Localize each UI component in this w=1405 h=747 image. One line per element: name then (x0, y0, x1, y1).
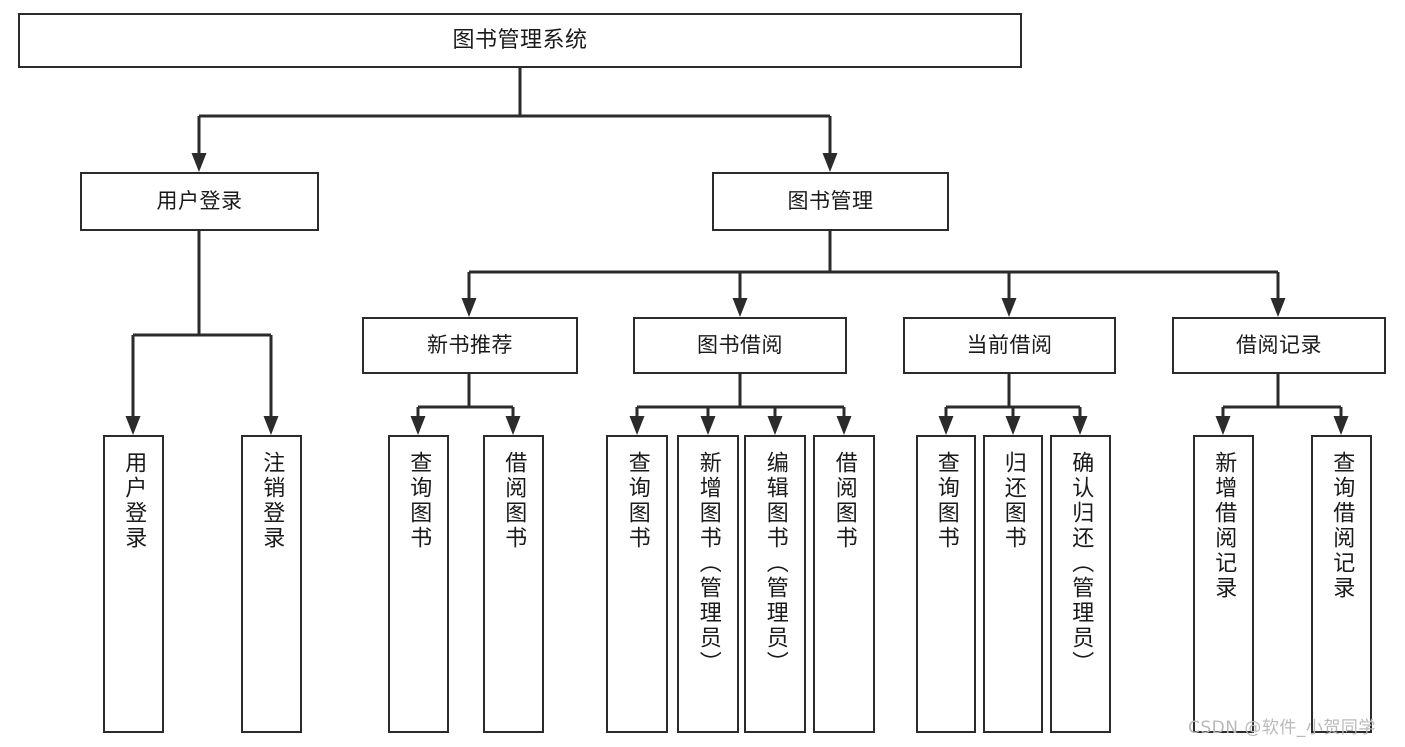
node-leaf-10-label: 确认归还（管理员） (1068, 451, 1094, 676)
node-leaf-2[interactable]: 查询图书 (388, 435, 449, 733)
node-leaf-9-label: 归还图书 (1000, 451, 1026, 551)
node-leaf-3[interactable]: 借阅图书 (483, 435, 544, 733)
node-leaf-5[interactable]: 新增图书（管理员） (677, 435, 739, 733)
node-leaf-7-label: 借阅图书 (831, 451, 857, 551)
node-level2-0[interactable]: 用户登录 (80, 172, 319, 231)
node-leaf-2-label: 查询图书 (406, 451, 432, 551)
node-leaf-12[interactable]: 查询借阅记录 (1311, 435, 1372, 733)
node-leaf-6[interactable]: 编辑图书（管理员） (744, 435, 806, 733)
node-level3-2[interactable]: 当前借阅 (903, 317, 1116, 374)
node-leaf-1-label: 注销登录 (259, 451, 285, 551)
node-level2-1-label: 图书管理 (787, 189, 874, 214)
node-leaf-0-label: 用户登录 (121, 451, 147, 551)
node-root-system-label: 图书管理系统 (452, 27, 588, 53)
node-level3-2-label: 当前借阅 (966, 333, 1053, 358)
node-leaf-4-label: 查询图书 (624, 451, 650, 551)
node-level3-0[interactable]: 新书推荐 (362, 317, 578, 374)
node-leaf-7[interactable]: 借阅图书 (813, 435, 875, 733)
node-leaf-1[interactable]: 注销登录 (241, 435, 302, 733)
node-level3-3-label: 借阅记录 (1236, 333, 1322, 358)
node-leaf-8[interactable]: 查询图书 (916, 435, 976, 733)
node-leaf-5-label: 新增图书（管理员） (695, 451, 721, 676)
node-leaf-0[interactable]: 用户登录 (103, 435, 164, 733)
node-level3-1-label: 图书借阅 (697, 333, 783, 358)
node-leaf-11-label: 新增借阅记录 (1211, 451, 1237, 601)
node-leaf-6-label: 编辑图书（管理员） (762, 451, 788, 676)
watermark-text: CSDN @软件_小贺同学 (1188, 718, 1376, 738)
node-level2-0-label: 用户登录 (156, 189, 243, 214)
node-leaf-4[interactable]: 查询图书 (606, 435, 668, 733)
node-leaf-11[interactable]: 新增借阅记录 (1193, 435, 1254, 733)
node-leaf-9[interactable]: 归还图书 (983, 435, 1043, 733)
node-leaf-10[interactable]: 确认归还（管理员） (1050, 435, 1111, 733)
node-level3-3[interactable]: 借阅记录 (1172, 317, 1386, 374)
node-level2-1[interactable]: 图书管理 (712, 172, 949, 231)
node-leaf-12-label: 查询借阅记录 (1329, 451, 1355, 601)
node-leaf-3-label: 借阅图书 (501, 451, 527, 551)
node-level3-0-label: 新书推荐 (427, 333, 513, 358)
node-root-system[interactable]: 图书管理系统 (18, 13, 1022, 68)
node-leaf-8-label: 查询图书 (933, 451, 959, 551)
node-level3-1[interactable]: 图书借阅 (633, 317, 847, 374)
